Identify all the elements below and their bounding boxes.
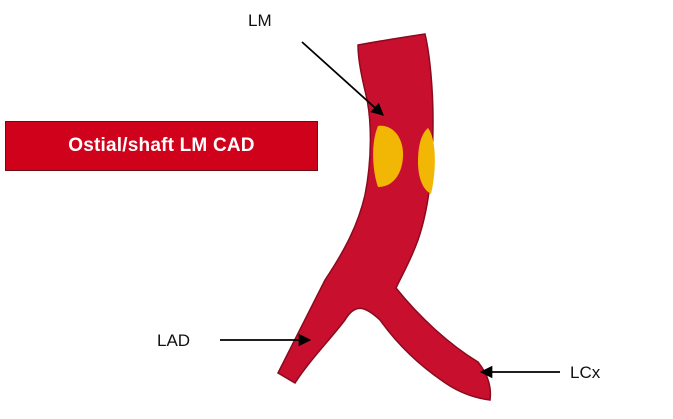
lcx-label: LCx	[570, 363, 601, 382]
vessel-body	[278, 34, 490, 400]
lm-label: LM	[248, 11, 272, 30]
lad-label: LAD	[157, 331, 190, 350]
